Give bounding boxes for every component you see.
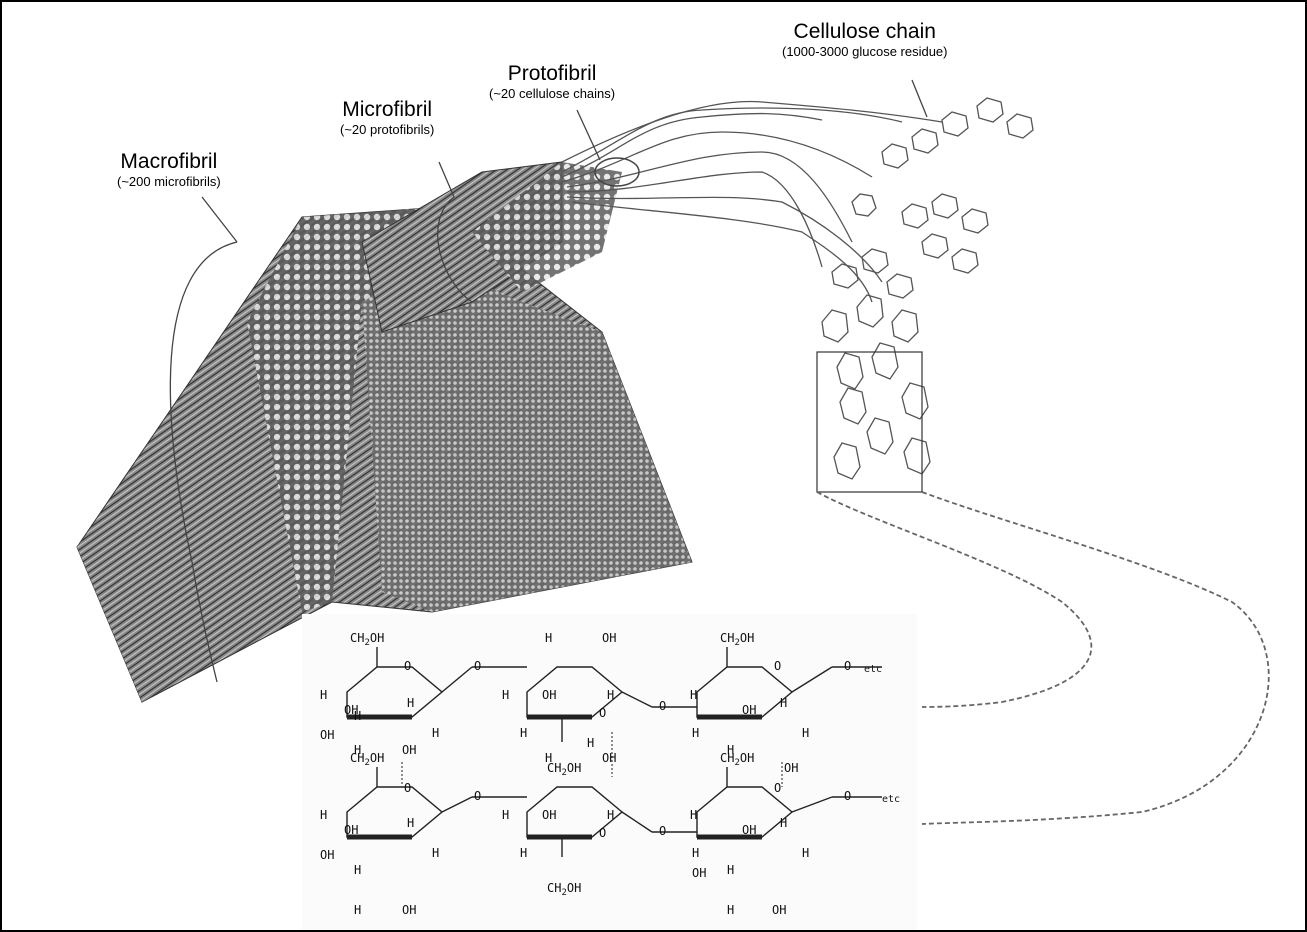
h-label: H: [432, 726, 439, 740]
ring-oxygen: O: [404, 781, 411, 795]
macrofibril-subtitle: (~200 microfibrils): [117, 175, 221, 189]
ring-oxygen: O: [599, 706, 606, 720]
h-label: H: [432, 846, 439, 860]
h-label: H: [607, 808, 614, 822]
oh-label: OH: [402, 743, 416, 757]
protofibril-subtitle: (~20 cellulose chains): [489, 87, 615, 101]
microfibril-label: Microfibril (~20 protofibrils): [340, 98, 434, 137]
h-label: H: [727, 743, 734, 757]
oh-label: OH: [602, 751, 616, 765]
h-label: H: [545, 751, 552, 765]
h-label: H: [802, 846, 809, 860]
ring-oxygen: O: [774, 781, 781, 795]
h-label: H: [545, 631, 552, 645]
microfibril-title: Microfibril: [340, 98, 434, 121]
bridge-oxygen: O: [474, 789, 481, 803]
oh-label: OH: [320, 728, 334, 742]
h-label: H: [520, 846, 527, 860]
h-label: H: [607, 688, 614, 702]
h-label: H: [692, 846, 699, 860]
oh-label: OH: [402, 903, 416, 917]
h-label: H: [354, 863, 361, 877]
ring-oxygen: O: [599, 826, 606, 840]
oh-label: OH: [692, 866, 706, 880]
etc-label: etc: [882, 794, 900, 805]
h-label: H: [727, 863, 734, 877]
oh-label: OH: [602, 631, 616, 645]
oh-label: OH: [742, 703, 756, 717]
h-label: H: [354, 903, 361, 917]
macrofibril-title: Macrofibril: [117, 150, 221, 173]
bridge-oxygen: O: [474, 659, 481, 673]
ring-oxygen: O: [774, 659, 781, 673]
cellulose-chain-subtitle: (1000-3000 glucose residue): [782, 45, 948, 59]
h-label: H: [354, 743, 361, 757]
bridge-oxygen: O: [659, 699, 666, 713]
protofibril-label: Protofibril (~20 cellulose chains): [489, 62, 615, 101]
bridge-oxygen: O: [659, 824, 666, 838]
cellulose-chain-label: Cellulose chain (1000-3000 glucose resid…: [782, 20, 948, 59]
oh-label: OH: [344, 703, 358, 717]
protofibril-strands: [562, 102, 942, 302]
h-label: H: [407, 696, 414, 710]
h-label: H: [502, 688, 509, 702]
h-label: H: [502, 808, 509, 822]
h-label: H: [727, 903, 734, 917]
microfibril-subtitle: (~20 protofibrils): [340, 123, 434, 137]
h-label: H: [780, 696, 787, 710]
oh-label: OH: [542, 688, 556, 702]
oh-label: OH: [320, 848, 334, 862]
bridge-oxygen: O: [844, 789, 851, 803]
cellulose-chain-title: Cellulose chain: [782, 20, 948, 43]
protofibril-title: Protofibril: [489, 62, 615, 85]
h-label: H: [780, 816, 787, 830]
bridge-oxygen: O: [844, 659, 851, 673]
h-label: H: [320, 808, 327, 822]
h-label: H: [520, 726, 527, 740]
cellulose-chemical-structure: CH2OH CH2OH CH2OH CH2OH CH2OH CH2OH O O …: [302, 614, 917, 930]
oh-label: OH: [542, 808, 556, 822]
etc-label: etc: [864, 664, 882, 675]
oh-label: OH: [742, 823, 756, 837]
h-label: H: [320, 688, 327, 702]
h-label: H: [690, 688, 697, 702]
h-label: H: [407, 816, 414, 830]
h-label: H: [690, 808, 697, 822]
ring-oxygen: O: [404, 659, 411, 673]
h-label: H: [692, 726, 699, 740]
oh-label: OH: [784, 761, 798, 775]
h-label: H: [587, 736, 594, 750]
cellulose-chain-rings: [817, 98, 1033, 492]
macrofibril-label: Macrofibril (~200 microfibrils): [117, 150, 221, 189]
oh-label: OH: [344, 823, 358, 837]
oh-label: OH: [772, 903, 786, 917]
h-label: H: [802, 726, 809, 740]
